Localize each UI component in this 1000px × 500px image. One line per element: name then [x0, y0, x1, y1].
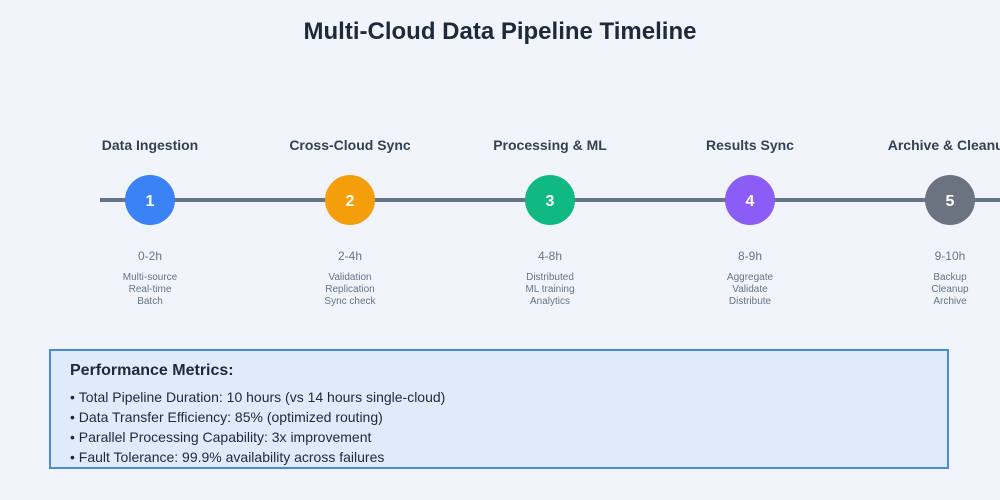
- stage-detail: Cleanup: [931, 284, 969, 295]
- page-title: Multi-Cloud Data Pipeline Timeline: [303, 18, 697, 45]
- timeline: Data Ingestion 1 0-2hMulti-sourceReal-time…: [100, 137, 1000, 307]
- stage-number: 4: [746, 193, 755, 210]
- metrics-panel: Performance Metrics: Total Pipeline Dura…: [49, 349, 949, 469]
- stage-2: Cross-Cloud Sync 2 2-4hValidationReplicati…: [289, 137, 411, 307]
- stage-marker: [525, 175, 575, 225]
- metric-item: Fault Tolerance: 99.9% availability acro…: [70, 447, 928, 467]
- stage-detail: Aggregate: [727, 272, 774, 283]
- stage-time: 2-4h: [338, 249, 362, 263]
- metric-item: Parallel Processing Capability: 3x impro…: [70, 427, 928, 447]
- stage-5: Archive & Cleanup 5 9-10hBackupCleanupArch…: [888, 137, 1000, 307]
- stage-time: 4-8h: [538, 249, 562, 263]
- metrics-list: Total Pipeline Duration: 10 hours (vs 14…: [70, 387, 928, 467]
- stage-detail: Backup: [933, 272, 967, 283]
- metrics-title: Performance Metrics:: [70, 362, 234, 379]
- stage-detail: Distribute: [729, 296, 772, 307]
- stage-detail: Batch: [137, 296, 163, 307]
- stage-title: Processing & ML: [493, 137, 607, 153]
- stage-detail: ML training: [525, 284, 574, 295]
- stage-title: Archive & Cleanup: [888, 137, 1000, 153]
- stage-detail: Multi-source: [123, 272, 178, 283]
- stage-1: Data Ingestion 1 0-2hMulti-sourceReal-time…: [102, 137, 198, 307]
- stage-number: 2: [346, 193, 355, 210]
- stage-time: 0-2h: [138, 249, 162, 263]
- metric-item: Total Pipeline Duration: 10 hours (vs 14…: [70, 387, 928, 407]
- stage-detail: Validation: [328, 272, 371, 283]
- stage-detail: Validate: [732, 284, 768, 295]
- stage-number: 3: [546, 193, 555, 210]
- stages: Data Ingestion 1 0-2hMulti-sourceReal-time…: [102, 137, 1000, 307]
- stage-number: 1: [146, 193, 155, 210]
- stage-detail: Archive: [933, 296, 967, 307]
- stage-detail: Analytics: [530, 296, 570, 307]
- stage-detail: Sync check: [324, 296, 376, 307]
- stage-marker: [325, 175, 375, 225]
- stage-marker: [725, 175, 775, 225]
- stage-time: 8-9h: [738, 249, 762, 263]
- metric-item: Data Transfer Efficiency: 85% (optimized…: [70, 407, 928, 427]
- stage-4: Results Sync 4 8-9hAggregateValidateDistri…: [706, 137, 794, 307]
- stage-detail: Distributed: [526, 272, 574, 283]
- stage-title: Results Sync: [706, 137, 794, 153]
- stage-title: Cross-Cloud Sync: [289, 137, 411, 153]
- stage-detail: Real-time: [129, 284, 172, 295]
- stage-number: 5: [946, 193, 955, 210]
- stage-title: Data Ingestion: [102, 137, 198, 153]
- stage-marker: [925, 175, 975, 225]
- stage-time: 9-10h: [935, 249, 966, 263]
- stage-marker: [125, 175, 175, 225]
- stage-detail: Replication: [325, 284, 374, 295]
